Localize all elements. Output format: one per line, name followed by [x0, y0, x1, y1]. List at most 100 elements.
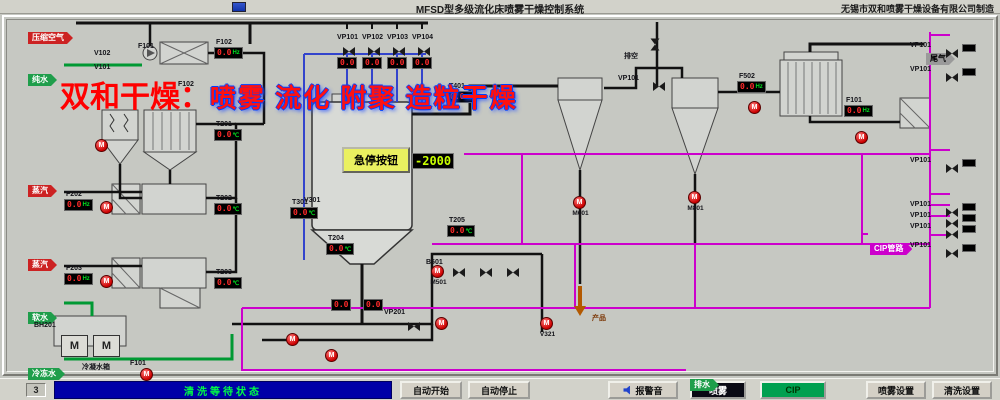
equipment-label: VP103	[387, 34, 409, 41]
value-display	[962, 44, 976, 52]
pump-label: M601	[572, 210, 589, 217]
display-value: 0.0	[217, 48, 232, 57]
display-unit: Hz	[82, 202, 90, 208]
value-display	[962, 203, 976, 211]
value-display	[962, 68, 976, 76]
valve-icon[interactable]	[480, 264, 492, 277]
display-value: 0.0	[847, 106, 862, 115]
pump-icon[interactable]: M	[855, 131, 868, 144]
pump-icon[interactable]: M	[100, 201, 113, 214]
pump-icon[interactable]: M	[95, 139, 108, 152]
equipment-label: VP104	[412, 34, 434, 41]
display-label: F202	[66, 191, 82, 198]
display-value: 0.0	[365, 58, 380, 67]
valve-icon[interactable]	[946, 45, 958, 58]
equipment-shapes	[53, 41, 931, 347]
alarm-sound-button[interactable]: 报警音	[608, 381, 678, 399]
valve-icon[interactable]	[507, 264, 519, 277]
display-value: 0.0	[217, 130, 232, 139]
app-icon	[232, 2, 246, 12]
clean-settings-button[interactable]: 清洗设置	[932, 381, 992, 399]
pump-icon[interactable]: M	[325, 349, 338, 362]
display-unit: ℃	[465, 94, 473, 101]
valve-icon[interactable]	[368, 43, 380, 56]
value-display: 0.0	[412, 57, 433, 69]
pump-label: M501	[430, 279, 447, 286]
equipment-label: BH201	[34, 322, 56, 329]
value-display: 0.0	[363, 299, 384, 311]
pump-icon[interactable]: M	[286, 333, 299, 346]
display-value: 0.0	[450, 92, 465, 101]
valve-icon[interactable]	[418, 43, 430, 56]
display-label: T401	[449, 83, 465, 90]
valve-icon[interactable]	[946, 204, 958, 217]
auto-start-button[interactable]: 自动开始	[400, 381, 462, 399]
auto-stop-button[interactable]: 自动停止	[468, 381, 530, 399]
equipment-label: VP101	[910, 223, 932, 230]
equipment-label: VP201	[384, 309, 406, 316]
equipment-label: F102	[178, 81, 194, 88]
display-unit: Hz	[82, 276, 90, 282]
equipment-label: F101	[138, 43, 154, 50]
display-label: T202	[216, 195, 232, 202]
pump-icon[interactable]: M	[435, 317, 448, 330]
display-value: 0.0	[340, 58, 355, 67]
valve-icon[interactable]	[946, 160, 958, 173]
valve-icon[interactable]	[343, 43, 355, 56]
valve-icon[interactable]	[408, 318, 420, 331]
motor-box: M	[93, 335, 120, 357]
display-value: 0.0	[334, 300, 349, 309]
pump-icon[interactable]: M	[140, 368, 153, 381]
display-value: 0.0	[217, 278, 232, 287]
equipment-label: VP101	[910, 42, 932, 49]
manufacturer-label: 无锡市双和喷雾干燥设备有限公司制造	[840, 4, 994, 14]
value-display: 0.0	[362, 57, 383, 69]
valve-icon[interactable]	[393, 43, 405, 56]
display-label: T301	[292, 199, 308, 206]
equipment-label: VP102	[362, 34, 384, 41]
title-bar: MFSD型多级流化床喷雾干燥控制系统 无锡市双和喷雾干燥设备有限公司制造	[0, 0, 1000, 16]
valve-icon[interactable]	[946, 215, 958, 228]
display-unit: Hz	[862, 108, 870, 114]
display-label: T203	[216, 269, 232, 276]
equipment-label: VP101	[337, 34, 359, 41]
cip-button[interactable]: CIP	[760, 381, 826, 399]
display-unit: ℃	[232, 280, 240, 287]
display-value: 0.0	[390, 58, 405, 67]
valve-icon[interactable]	[653, 78, 665, 91]
counter-box: 3	[26, 383, 46, 397]
equipment-label: VP101	[910, 242, 932, 249]
pump-icon[interactable]: M	[100, 275, 113, 288]
emergency-stop-button[interactable]: 急停按钮	[342, 147, 410, 173]
display-unit: ℃	[344, 246, 352, 253]
valve-icon[interactable]	[946, 245, 958, 258]
pump-icon[interactable]: M	[748, 101, 761, 114]
pipes-water	[64, 63, 234, 361]
motor-box: M	[61, 335, 88, 357]
piping-layer	[53, 21, 950, 371]
flow-source-tag: 蒸汽	[28, 259, 57, 271]
valve-icon[interactable]	[453, 264, 465, 277]
valve-icon[interactable]	[946, 69, 958, 82]
spray-settings-button[interactable]: 喷雾设置	[866, 381, 926, 399]
valve-icon[interactable]	[650, 38, 664, 51]
display-value: 0.0	[217, 204, 232, 213]
flow-source-tag: 软水	[28, 312, 57, 324]
flow-source-tag: 压缩空气	[28, 32, 73, 44]
valve-icon[interactable]	[946, 226, 958, 239]
display-label: F101	[846, 97, 862, 104]
status-bar: 清洗等待状态	[54, 381, 392, 399]
pump-label: M801	[687, 205, 704, 212]
display-value: 0.0	[366, 300, 381, 309]
